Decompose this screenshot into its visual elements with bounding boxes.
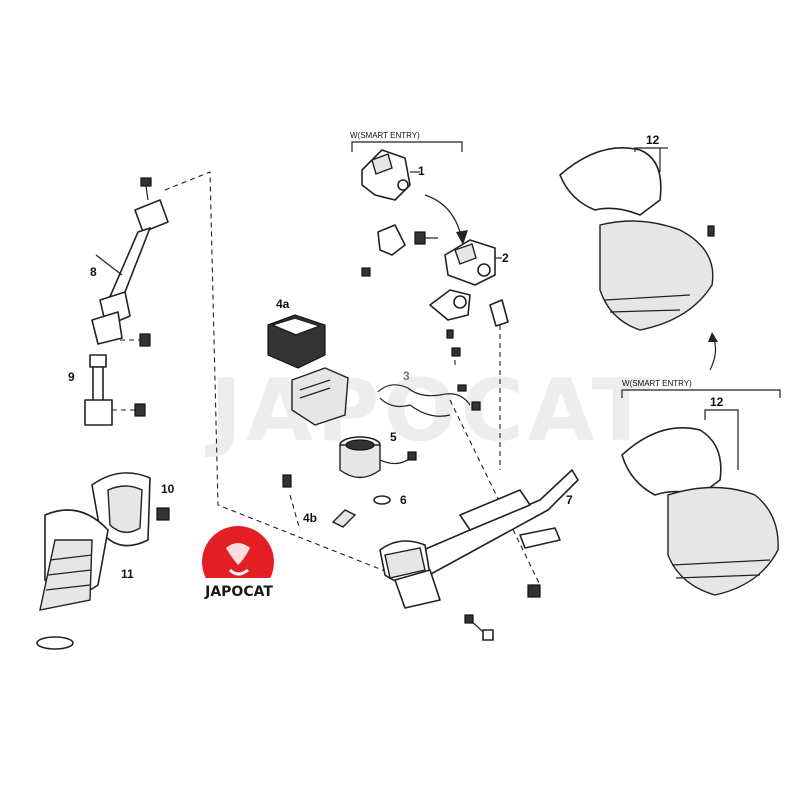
part-2-lock-assembly[interactable] [444,239,502,286]
label-11: 11 [121,567,134,581]
part-9-shaft-yoke[interactable] [84,354,146,426]
part-6-o-ring[interactable] [373,495,391,505]
part-2-lower-parts [429,289,509,357]
smart-entry-bracket-right: W(SMART ENTRY) [621,379,781,398]
arrow-1-to-2 [424,194,463,241]
label-9: 9 [68,370,75,384]
part-8-bolt [120,333,151,347]
note-smart-entry-top: W(SMART ENTRY) [350,131,420,140]
smart-entry-bracket-top: W(SMART ENTRY) [350,131,463,152]
label-4a: 4a [276,297,290,311]
part-12-top-leaders [634,147,668,172]
part-7-bolt [464,614,494,641]
label-3: 3 [403,369,410,383]
part-4b-clip[interactable] [331,509,357,528]
part-2-bracket-small [361,224,438,277]
label-7: 7 [566,493,573,507]
part-7-steering-column[interactable] [379,469,579,609]
part-5-motor[interactable] [282,436,417,488]
note-smart-entry-right: W(SMART ENTRY) [622,379,692,388]
part-8-intermediate-shaft[interactable] [91,177,169,345]
label-2: 2 [502,251,509,265]
label-4b: 4b [303,511,317,525]
part-12-column-cover-bottom[interactable] [621,427,779,596]
logo-text: JAPOCAT [204,584,273,600]
label-8: 8 [90,265,97,279]
part-12-bottom-leaders [704,409,739,470]
part-11-steering-boot[interactable] [36,509,109,650]
part-1-lock-housing[interactable] [361,149,420,201]
label-5: 5 [390,430,397,444]
part-labels: 1 2 3 4a 4b 5 6 7 8 9 10 11 12 12 [68,133,724,581]
part-12-column-cover-top[interactable] [559,147,718,371]
label-10: 10 [161,482,175,496]
japocat-logo: JAPOCAT [200,526,278,600]
watermark-text: JAPOCAT [205,361,654,461]
label-1: 1 [418,164,425,178]
part-3-wire-harness[interactable] [377,384,481,417]
label-12-top: 12 [646,133,660,147]
label-6: 6 [400,493,407,507]
part-4a-ecu-cover[interactable] [267,314,326,369]
label-12-bottom: 12 [710,395,724,409]
part-4a-ecu[interactable] [291,367,349,426]
